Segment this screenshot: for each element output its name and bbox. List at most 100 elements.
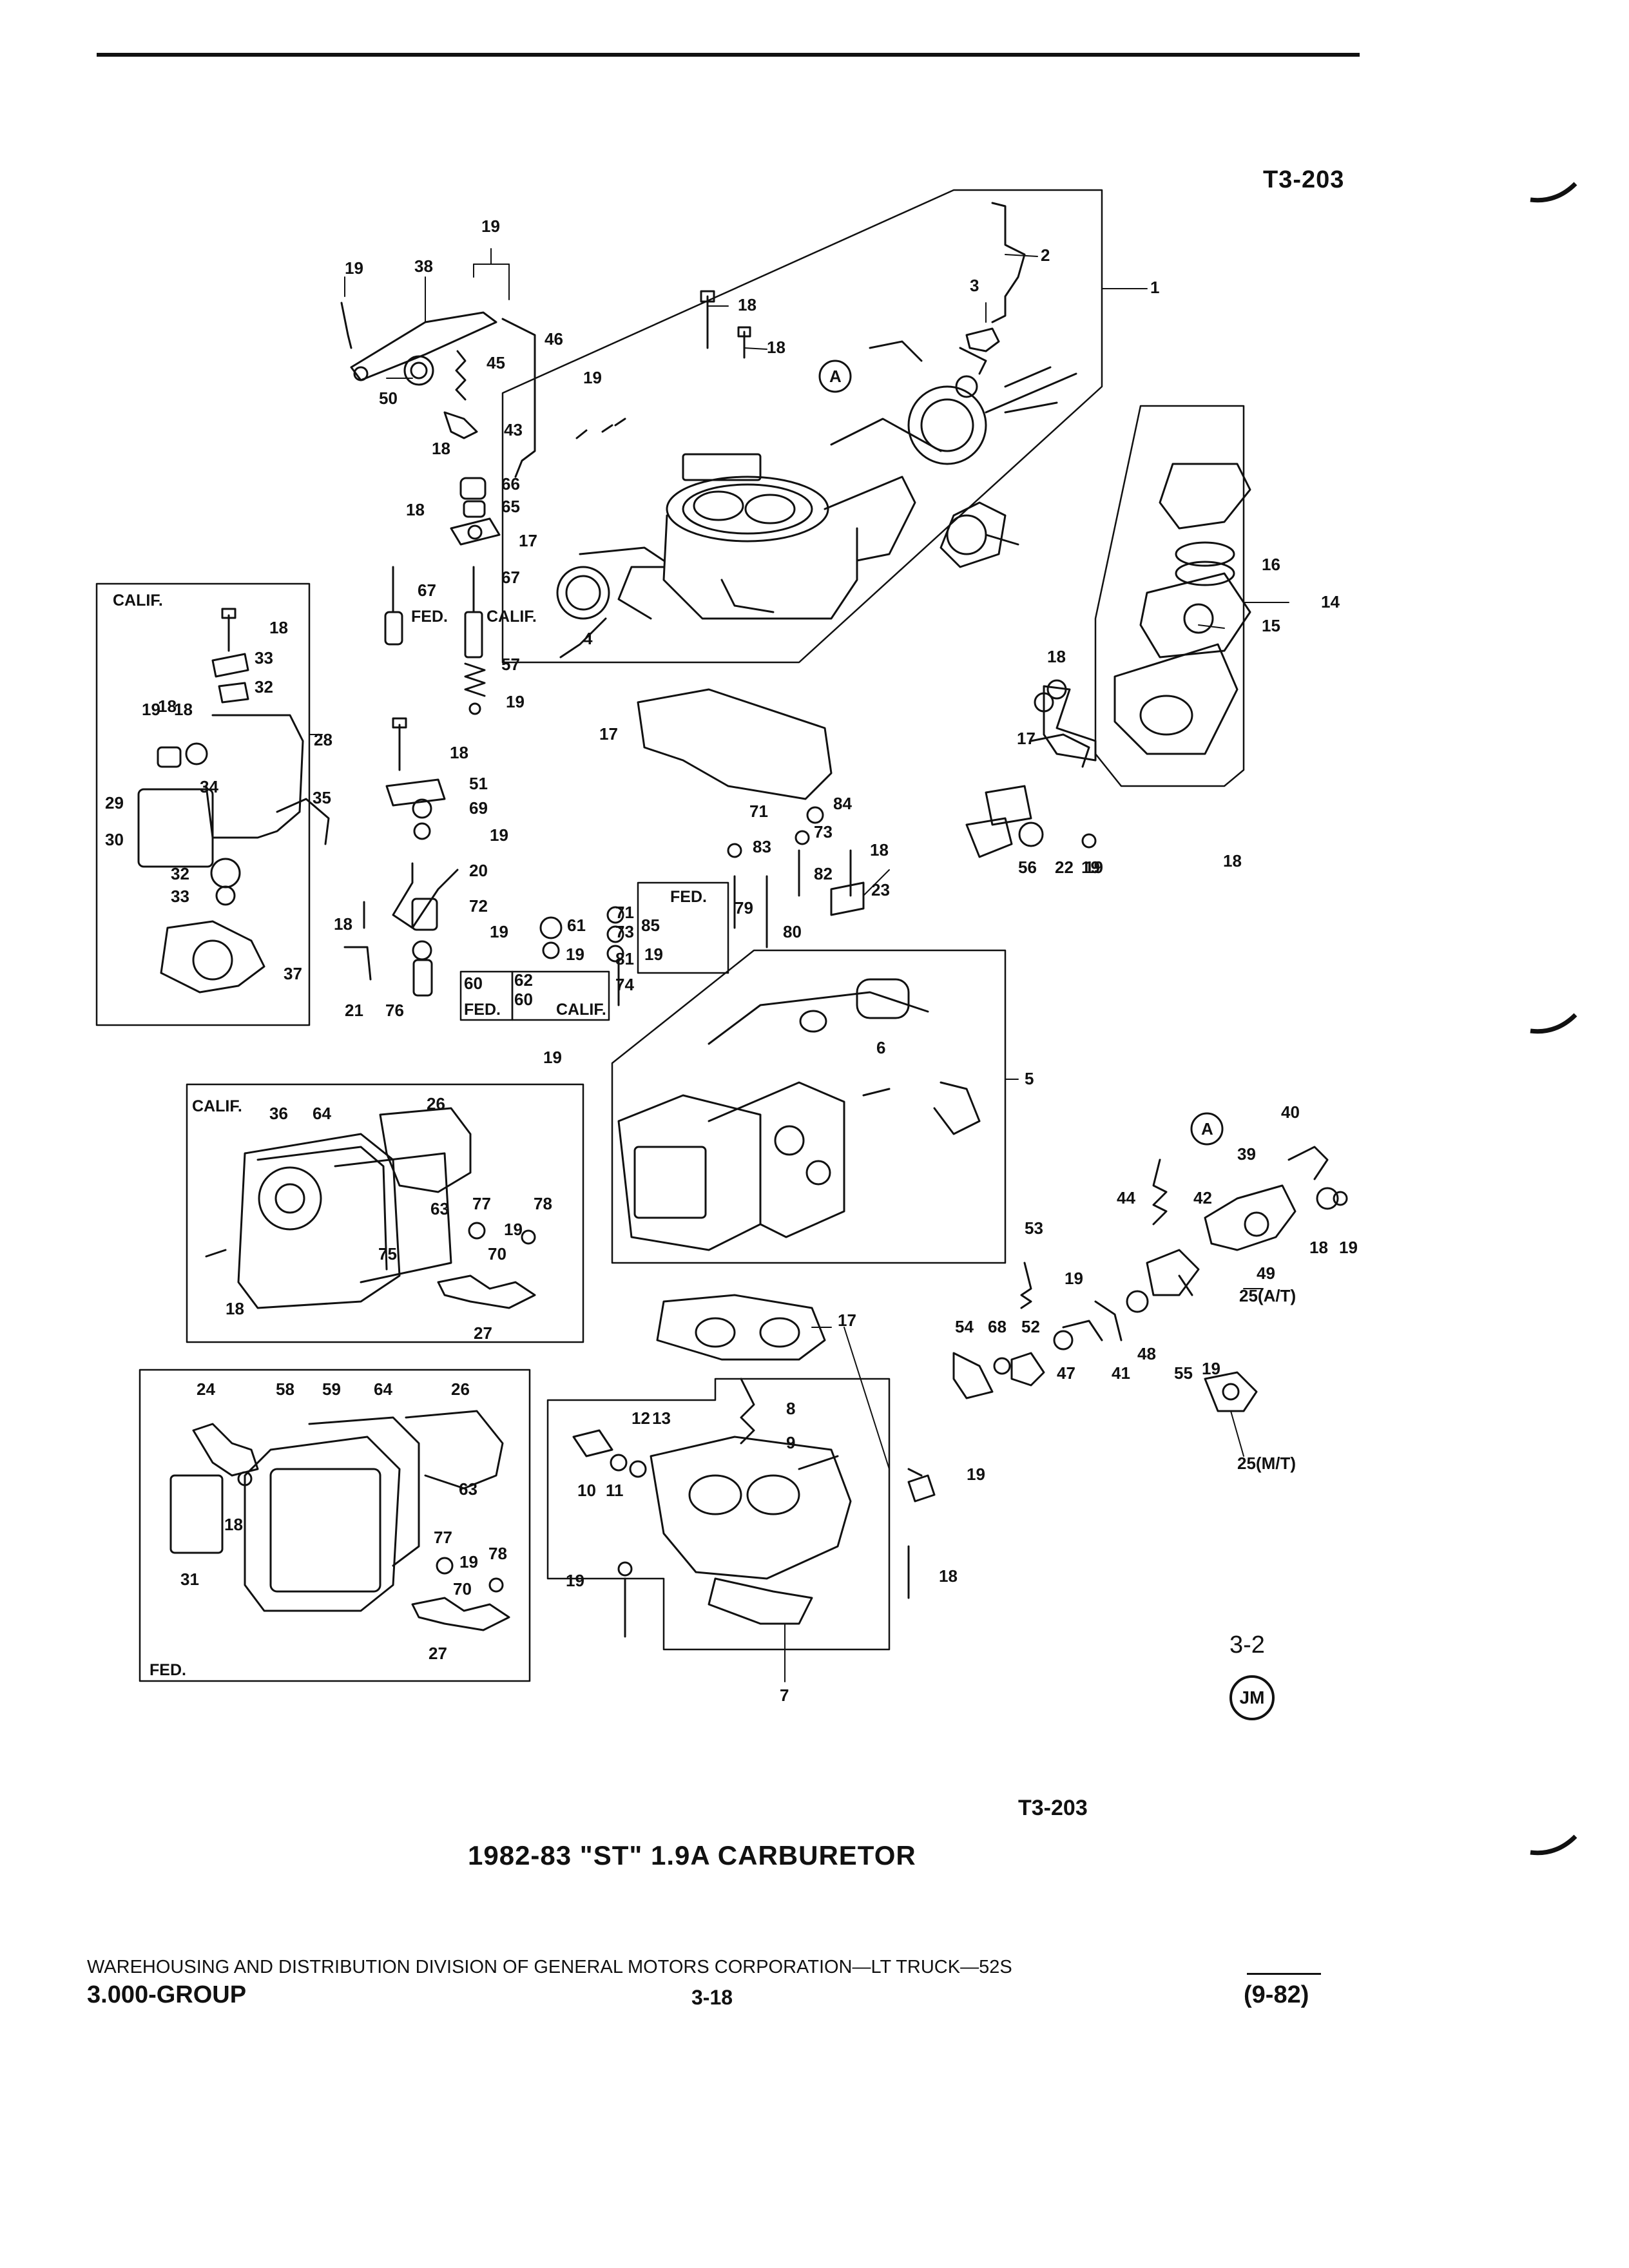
callout: 77 [472, 1194, 491, 1213]
callout: 19 [345, 258, 363, 278]
callout: 79 [735, 898, 753, 918]
callout: 67 [501, 568, 520, 587]
callout: 19 [543, 1048, 562, 1067]
throttle-body-frame [546, 1378, 891, 1651]
callout: 29 [105, 793, 124, 812]
callout: 33 [255, 648, 273, 668]
top-rule [97, 53, 1360, 57]
callout: 18 [939, 1566, 958, 1586]
callout: 51 [469, 774, 488, 793]
callout: 26 [427, 1094, 445, 1113]
callout: 43 [504, 420, 523, 439]
caption-code: T3-203 [1018, 1796, 1088, 1820]
callout: 28 [314, 730, 333, 749]
footer-page: 3-18 [691, 1986, 733, 2009]
lower-carburetor-body [617, 978, 981, 1251]
callout: 47 [1057, 1363, 1075, 1383]
callout: 24 [197, 1379, 215, 1399]
callout: 78 [488, 1544, 507, 1563]
callout: 62 [514, 970, 533, 990]
calif-box-1-parts [137, 608, 330, 994]
callout: 26 [451, 1379, 470, 1399]
callout: 33 [171, 887, 189, 906]
footer-group: 3.000-GROUP [87, 1981, 247, 2008]
fed-label-67: FED. [411, 608, 448, 626]
calif-label-60: CALIF. [556, 1001, 606, 1019]
callout: 18 [432, 439, 450, 458]
callout: 40 [1281, 1102, 1300, 1122]
callout: 57 [501, 655, 520, 674]
callout: 60 [464, 974, 483, 993]
callout: 69 [469, 798, 488, 818]
choke-lever [965, 327, 1000, 352]
callout: 19 [566, 1571, 584, 1590]
callout: 18 [334, 914, 352, 934]
callout: 65 [501, 497, 520, 516]
callout: 32 [171, 864, 189, 883]
callout: 14 [1321, 592, 1340, 611]
callout: 48 [1137, 1344, 1156, 1363]
caption-title: 1982-83 "ST" 1.9A CARBURETOR [468, 1840, 916, 1870]
callout: 17 [838, 1311, 856, 1330]
callout: 37 [284, 964, 302, 983]
calif-label-67: CALIF. [487, 608, 537, 626]
callout: 19 [490, 922, 508, 941]
callout: 78 [534, 1194, 552, 1213]
callout: 63 [430, 1199, 449, 1218]
callout: 22 [1055, 858, 1074, 877]
callout: 59 [322, 1379, 341, 1399]
callout: 19 [644, 945, 663, 964]
throttle-linkage-right [907, 1146, 1348, 1477]
calif-box-1-frame [95, 582, 311, 1026]
upper-body-frame [501, 189, 1103, 664]
callout: 32 [255, 677, 273, 697]
upper-carburetor-body [556, 340, 1019, 658]
callout: 68 [988, 1317, 1007, 1336]
fed-label-60: FED. [464, 1001, 501, 1019]
needle-valve-parts [343, 717, 459, 997]
calif-box-2-frame [186, 1083, 584, 1343]
calif-box-2-parts [205, 1107, 536, 1309]
callout: 19 [1339, 1238, 1358, 1257]
part-callouts: 1 2 3 4 5 6 7 8 9 10 11 12 13 14 15 16 1… [105, 216, 1358, 1705]
callout: 64 [374, 1379, 392, 1399]
callout: 15 [1262, 616, 1280, 635]
callout: 55 [1174, 1363, 1193, 1383]
callout: 71 [749, 802, 768, 821]
calif-60-box [511, 970, 610, 1021]
fed-box-parts [169, 1410, 510, 1631]
callout: 9 [786, 1433, 795, 1452]
callout: 19 [566, 945, 584, 964]
callout: 18 [269, 618, 288, 637]
callout: 60 [514, 990, 533, 1009]
callout: 44 [1117, 1188, 1135, 1207]
callout: 67 [418, 581, 436, 600]
callout: 16 [1262, 555, 1280, 574]
callout: 18 [406, 500, 425, 519]
callout: 25(A/T) [1239, 1286, 1296, 1305]
callout: 70 [488, 1244, 506, 1264]
binder-mark-icon [1530, 1834, 1577, 1856]
callout: 18 [1223, 851, 1242, 870]
callout: 6 [876, 1038, 885, 1057]
callout: 75 [378, 1244, 397, 1264]
callout: 35 [313, 788, 331, 807]
callout: 31 [180, 1570, 199, 1589]
float-chamber-frame [1094, 405, 1245, 787]
fed-small-box [637, 881, 729, 974]
callout: 70 [453, 1579, 472, 1599]
gasket-upper [637, 688, 833, 800]
callout: 73 [615, 922, 634, 941]
callout: 4 [583, 629, 593, 648]
binder-mark-icon [1530, 182, 1577, 203]
callout: 73 [814, 822, 833, 841]
screw-group-upper [700, 290, 1077, 414]
callout: 18 [738, 295, 757, 314]
callout: 7 [780, 1686, 789, 1705]
callout: 13 [652, 1408, 671, 1428]
fed-box-frame [139, 1369, 531, 1682]
callout: 17 [519, 531, 537, 550]
callout: 27 [429, 1644, 447, 1663]
footer-line: WAREHOUSING AND DISTRIBUTION DIVISION OF… [87, 1957, 1012, 1977]
callout: 8 [786, 1399, 795, 1418]
